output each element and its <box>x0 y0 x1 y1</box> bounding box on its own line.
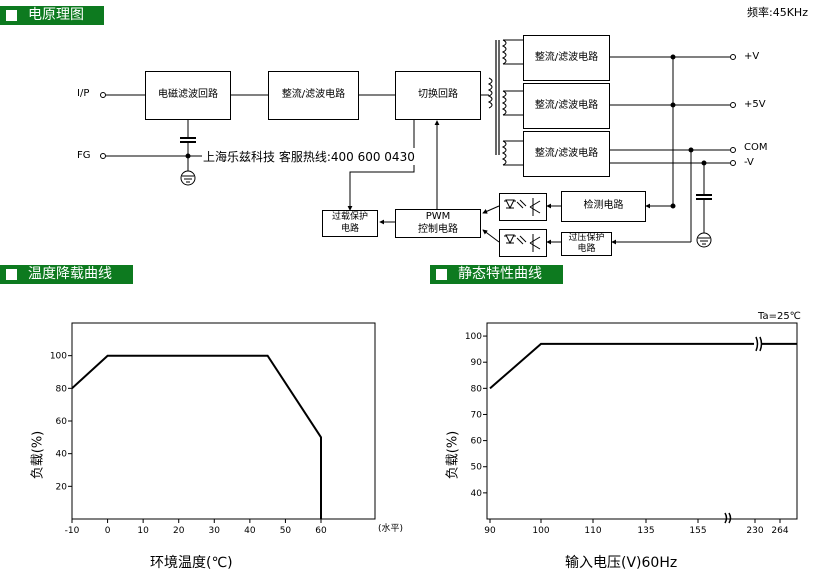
output-rectifier-label: 整流/滤波电路 <box>534 51 599 63</box>
static-plot-frame <box>486 322 798 520</box>
derating-x-tick-label: 40 <box>244 526 256 536</box>
pwm-block: PWM 控制电路 <box>395 209 481 238</box>
square-icon <box>6 10 17 21</box>
optocoupler-2 <box>499 229 547 257</box>
optocoupler-1 <box>499 193 547 221</box>
derating-x-tick-label: -10 <box>65 526 80 536</box>
switch-label: 切换回路 <box>418 89 458 101</box>
static-y-tick-label: 100 <box>465 332 482 342</box>
output-rectifier-block-1: 整流/滤波电路 <box>523 35 610 81</box>
static-y-tick-label: 50 <box>471 463 483 473</box>
fg-label: FG <box>77 150 91 161</box>
detect-block: 检测电路 <box>561 191 646 222</box>
derating-x-axis-title: 环境温度(℃) <box>150 555 233 571</box>
derating-plot-frame <box>71 322 376 520</box>
detect-label: 检测电路 <box>583 200 624 212</box>
static-y-tick-label: 60 <box>471 437 483 447</box>
static-x-tick-label: 230 <box>746 526 763 536</box>
square-icon <box>6 269 17 280</box>
static-x-tick-label: 155 <box>689 526 706 536</box>
v-minus-label: -V <box>744 157 754 168</box>
static-y-axis-title: 负载(%) <box>445 430 461 480</box>
pwm-subtitle: 控制电路 <box>418 223 458 235</box>
static-x-axis-title: 输入电压(V)60Hz <box>565 555 678 571</box>
static-y-tick-label: 70 <box>471 410 483 420</box>
emi-filter-block: 电磁滤波回路 <box>145 71 231 120</box>
derating-y-tick-label: 80 <box>56 384 68 394</box>
ovp-label-line2: 电路 <box>577 244 596 254</box>
otp-block: 过载保护 电路 <box>322 210 378 237</box>
static-title: 静态特性曲线 <box>458 266 542 282</box>
output-rectifier-block-2: 整流/滤波电路 <box>523 83 610 129</box>
square-icon <box>436 269 447 280</box>
ovp-label-line1: 过压保护 <box>568 232 605 243</box>
derating-x-tick-label: 20 <box>173 526 185 536</box>
static-curve <box>489 342 797 390</box>
static-x-tick-label: 135 <box>637 526 654 536</box>
static-header: 静态特性曲线 <box>430 265 563 284</box>
otp-label-line1: 过载保护 <box>331 212 368 223</box>
ovp-block: 过压保护 电路 <box>561 232 612 256</box>
com-label: COM <box>744 142 768 153</box>
derating-x-tick-label: 10 <box>137 526 149 536</box>
static-y-tick-label: 90 <box>471 358 483 368</box>
static-y-tick-label: 40 <box>471 489 483 499</box>
derating-x-tick-label: 50 <box>280 526 292 536</box>
v-plus-label: +V <box>744 51 760 62</box>
pwm-title: PWM <box>425 211 451 222</box>
otp-label-line2: 电路 <box>340 223 359 234</box>
emi-filter-label: 电磁滤波回路 <box>158 89 218 101</box>
derating-title: 温度降载曲线 <box>28 266 112 282</box>
switch-block: 切换回路 <box>395 71 481 120</box>
ip-label: I/P <box>77 88 90 99</box>
input-rectifier-label: 整流/滤波电路 <box>281 89 346 101</box>
static-x-tick-label: 264 <box>771 526 788 536</box>
schematic-title: 电原理图 <box>28 7 84 23</box>
static-ta-note: Ta=25℃ <box>758 311 801 322</box>
derating-y-tick-label: 100 <box>50 352 67 362</box>
output-rectifier-label: 整流/滤波电路 <box>534 99 599 111</box>
derating-x-tick-label: 30 <box>209 526 221 536</box>
output-rectifier-block-3: 整流/滤波电路 <box>523 131 610 177</box>
derating-y-axis-title: 负载(%) <box>30 430 46 480</box>
derating-y-tick-label: 60 <box>56 417 68 427</box>
derating-x-tick-label: 60 <box>315 526 327 536</box>
axis-break-icon <box>724 512 732 524</box>
derating-y-tick-label: 20 <box>56 482 68 492</box>
derating-curve <box>71 354 322 519</box>
static-y-tick-label: 80 <box>471 384 483 394</box>
v5-plus-label: +5V <box>744 99 766 110</box>
break-gap <box>754 336 762 351</box>
output-rectifier-label: 整流/滤波电路 <box>534 147 599 159</box>
derating-header: 温度降载曲线 <box>0 265 133 284</box>
hotline-text: 上海乐兹科技 客服热线:400 600 0430 <box>202 148 416 165</box>
schematic-wiring <box>100 39 736 252</box>
curve-break-icon <box>755 336 763 352</box>
derating-x-tick-label: 0 <box>105 526 111 536</box>
frequency-label: 频率:45KHz <box>747 6 808 19</box>
schematic-header: 电原理图 <box>0 6 104 25</box>
static-x-tick-label: 100 <box>532 526 549 536</box>
derating-x-note: (水平) <box>378 524 404 534</box>
static-x-tick-label: 90 <box>484 526 496 536</box>
static-x-tick-label: 110 <box>584 526 601 536</box>
derating-y-tick-label: 40 <box>56 450 68 460</box>
input-rectifier-block: 整流/滤波电路 <box>268 71 359 120</box>
